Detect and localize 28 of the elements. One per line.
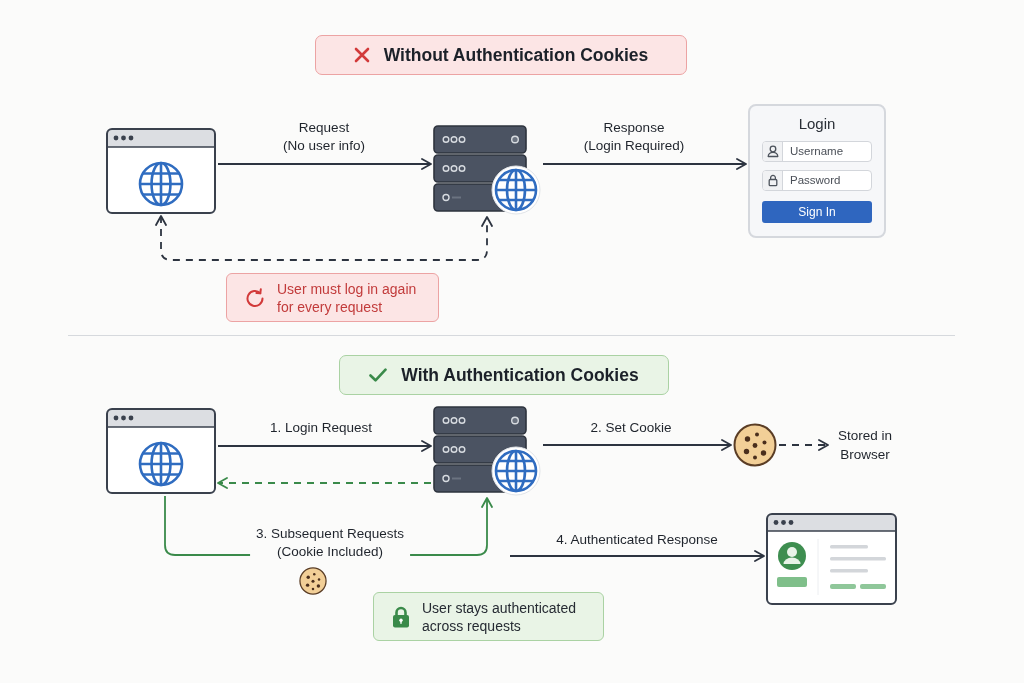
form-title: Login (798, 114, 836, 133)
server-rack-illustration (433, 125, 541, 215)
note-text: User stays authenticated across requests (422, 598, 577, 635)
dashed-double-headed-arrow (155, 215, 493, 261)
arrow (509, 550, 765, 562)
server-rack-illustration (433, 406, 541, 496)
note-panel (226, 273, 439, 322)
arrow (542, 158, 747, 170)
section-banner (315, 35, 687, 75)
dashed-arrow (778, 439, 829, 451)
sign-in-button: Sign In (762, 201, 872, 223)
heading-text: With Authentication Cookies (401, 364, 639, 386)
heading-text: Without Authentication Cookies (383, 44, 649, 66)
arrow (217, 440, 432, 452)
dashed-arrow (217, 477, 432, 489)
node-label: Stored in Browser (830, 426, 900, 464)
cookie-icon (733, 423, 777, 467)
profile-page-illustration (766, 513, 897, 605)
browser-window-illustration (106, 408, 216, 494)
arrow (217, 158, 432, 170)
note-panel (373, 592, 604, 641)
section-banner (339, 355, 669, 395)
note-text: User must log in again for every request (277, 279, 417, 316)
browser-window-illustration (106, 128, 216, 214)
input-field: Password (762, 170, 872, 191)
login-card (748, 104, 886, 238)
input-field: Username (762, 141, 872, 162)
arrow (542, 439, 732, 451)
